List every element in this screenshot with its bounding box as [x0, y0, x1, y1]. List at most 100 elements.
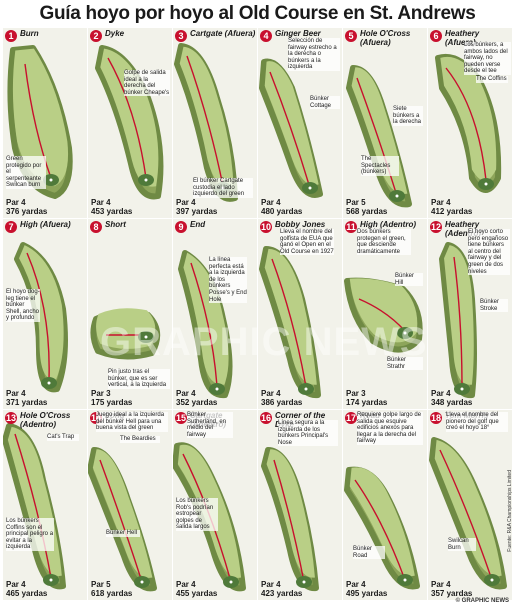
hole-par: Par 3	[346, 389, 366, 398]
play-route	[273, 459, 305, 583]
fairway-area	[266, 449, 315, 578]
hole-yardage: 397 yardas	[176, 207, 218, 216]
hole-par: Par 4	[431, 389, 451, 398]
hole-yardage: 386 yardas	[261, 398, 303, 407]
hole-number-badge: 6	[430, 30, 442, 42]
publisher-logo: © GRAPHIC NEWS	[455, 598, 509, 604]
hole-map-6	[435, 54, 502, 193]
hole-annotation: Juego ideal a la izquierda del búnker He…	[96, 412, 168, 432]
hole-number-badge: 4	[260, 30, 272, 42]
hole-yardage: 352 yardas	[176, 398, 218, 407]
hole-number-badge: 11	[345, 221, 357, 233]
hole-panel-15: 15Cartgate (Adentro)Búnker Sutherland, e…	[173, 410, 257, 600]
pin-marker	[484, 182, 488, 186]
hole-par: Par 5	[91, 580, 111, 589]
hole-yardage: 371 yardas	[6, 398, 48, 407]
play-route	[356, 77, 398, 197]
hole-annotation: Lleva el nombre del golfista de EUA que …	[280, 229, 334, 256]
pin-marker	[144, 335, 148, 339]
pin-marker	[49, 578, 53, 582]
hole-par: Par 4	[6, 198, 26, 207]
pin-marker	[144, 178, 148, 182]
hole-annotation: The Spectacles (búnkers)	[361, 156, 399, 176]
hole-number-badge: 2	[90, 30, 102, 42]
fairway-area	[444, 245, 474, 385]
hole-panel-14: 14LongJuego ideal a la izquierda del bún…	[88, 410, 172, 600]
play-route	[24, 63, 52, 179]
hole-name: Bobby Jones	[275, 220, 326, 229]
play-route	[99, 459, 143, 583]
hole-yardage: 465 yardas	[6, 589, 48, 598]
hole-number-badge: 12	[430, 221, 442, 233]
pin-marker	[490, 578, 494, 582]
hole-yardage: 376 yardas	[6, 207, 48, 216]
hole-par: Par 4	[431, 580, 451, 589]
hole-annotation: Selección de fairway estrecho a la derec…	[288, 38, 340, 71]
play-route	[453, 256, 463, 388]
hole-map-3	[174, 43, 238, 202]
hole-annotation: El búnker Cartgate custodia el lado izqu…	[193, 178, 253, 198]
pin-marker	[308, 186, 312, 190]
hole-annotation: Green protegido por el serpenteante Swil…	[6, 156, 46, 189]
hole-par: Par 4	[431, 198, 451, 207]
fairway-area	[349, 467, 415, 577]
hole-number-badge: 3	[175, 30, 187, 42]
hole-map-16	[261, 447, 319, 592]
hole-map-17	[344, 466, 420, 590]
hole-number-badge: 8	[90, 221, 102, 233]
hole-map-2	[95, 45, 164, 200]
hole-annotation: Búnker Hill	[395, 273, 423, 287]
pin-marker	[215, 387, 219, 391]
hole-name: High (Afuera)	[20, 220, 71, 229]
hole-annotation: Dos búnkers protegen el green, que desci…	[357, 229, 411, 256]
hole-yardage: 348 yardas	[431, 398, 473, 407]
hole-map-10	[259, 246, 321, 399]
hole-par: Par 3	[91, 389, 111, 398]
hole-annotation: Búnker Road	[353, 546, 385, 560]
hole-number-badge: 5	[345, 30, 357, 42]
hole-name: Cartgate (Afuera)	[190, 29, 256, 38]
hole-number-badge: 13	[5, 412, 17, 424]
hole-annotation: Búnker Cottage	[310, 96, 340, 110]
hole-annotation: Los búnkers Coffins son el principal pel…	[6, 518, 54, 551]
hole-annotation: Swilcan Burn	[448, 538, 476, 552]
hole-number-badge: 1	[5, 30, 17, 42]
hole-annotation: Los búnkers, a ambos lados del fairway, …	[464, 42, 511, 75]
pin-marker	[49, 178, 53, 182]
hole-yardage: 174 yardas	[346, 398, 388, 407]
hole-name: Hole O'Cross (Adentro)	[20, 411, 71, 429]
hole-yardage: 618 yardas	[91, 589, 133, 598]
hole-map-12	[439, 242, 477, 399]
hole-par: Par 4	[6, 389, 26, 398]
hole-annotation: Cat's Trap	[47, 434, 79, 441]
fairway-area	[19, 245, 64, 380]
hole-yardage: 412 yardas	[431, 207, 473, 216]
pin-marker	[302, 580, 306, 584]
hole-map-18	[429, 437, 507, 590]
hole-annotation: The Coffins	[476, 76, 508, 83]
play-route	[14, 433, 52, 579]
play-route	[186, 55, 224, 187]
hole-annotation: La línea perfecta está a la izquierda de…	[209, 257, 247, 304]
hole-annotation: Los búnkers Rob's podrían estropear golp…	[176, 498, 218, 531]
hole-name: Heathery (Adentro)	[445, 220, 481, 238]
play-route	[271, 258, 307, 388]
